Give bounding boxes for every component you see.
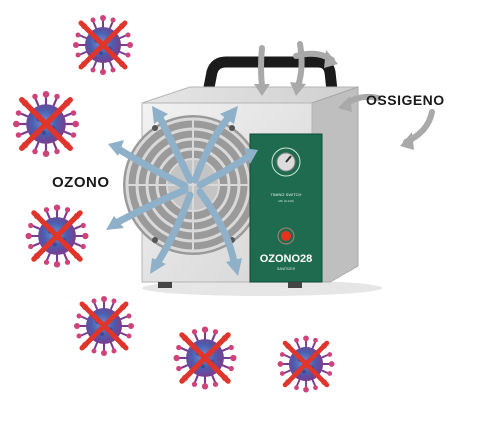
brand-logo: OZONO28 (260, 253, 313, 265)
ozone-outflow-arrows (114, 114, 250, 266)
virus-crossed-icon (26, 205, 89, 268)
virus-crossed-icon (278, 336, 335, 393)
virus-crossed-icon (73, 15, 133, 75)
switch-sublabel: Min (0-120) (278, 199, 293, 203)
device-foot (288, 282, 302, 288)
device-shadow (142, 280, 382, 296)
virus-crossed-icon (174, 327, 237, 390)
screw-icon (152, 237, 158, 243)
ozone-label: OZONO (52, 174, 110, 191)
power-indicator (281, 231, 291, 241)
virus-crossed-icon (13, 91, 79, 157)
virus-crossed-icon (74, 296, 134, 356)
brand-subtitle: SANITIZER (277, 267, 296, 271)
arrow-heads (106, 106, 258, 276)
screw-icon (152, 125, 158, 131)
switch-label: TIMING SWITCH (271, 192, 302, 197)
screw-icon (229, 125, 235, 131)
timer-knob[interactable] (271, 147, 301, 177)
device-handle (199, 56, 339, 114)
oxygen-label: OSSIGENO (366, 92, 445, 108)
fan-grill (123, 115, 263, 255)
device-foot (158, 282, 172, 288)
